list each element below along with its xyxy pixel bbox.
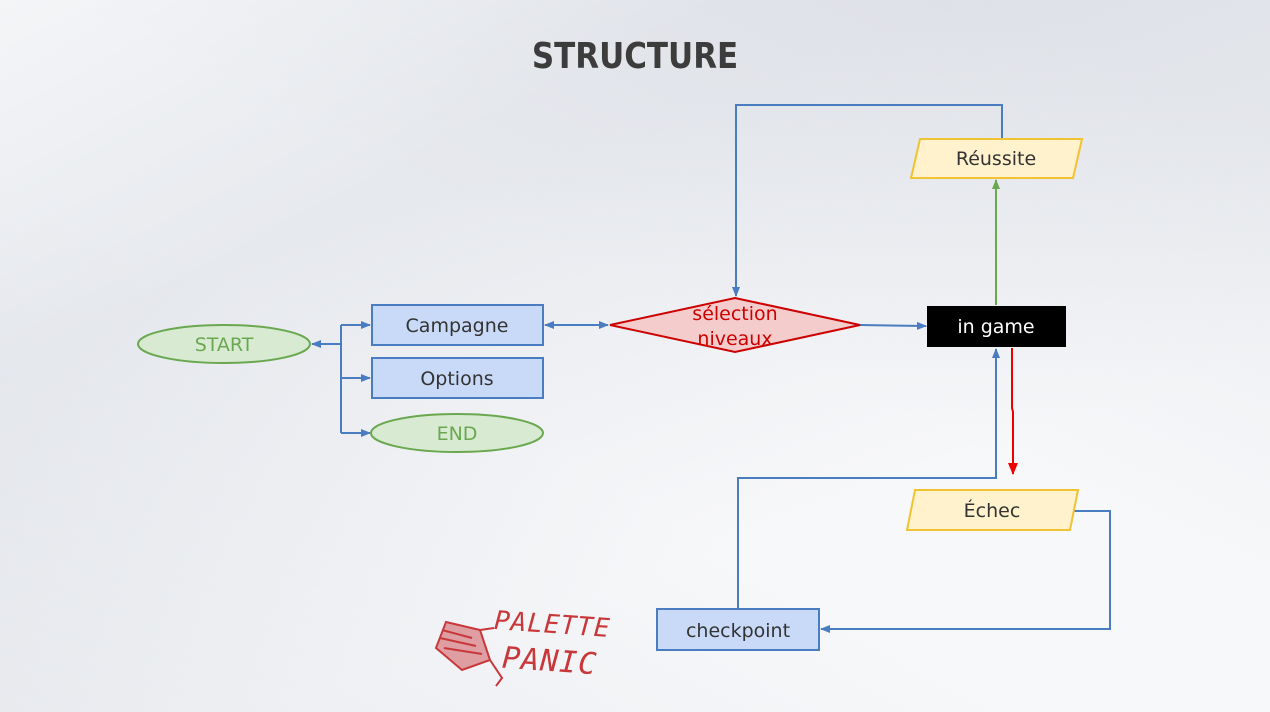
node-end-label: END (437, 423, 478, 445)
node-end: END (370, 413, 544, 453)
node-campagne: Campagne (371, 304, 544, 346)
node-start-label: START (195, 334, 254, 356)
node-selection-label-1: sélection (692, 303, 777, 325)
node-start: START (137, 324, 311, 364)
arrow-echec-checkpoint (820, 510, 1111, 633)
node-in-game-label: in game (957, 316, 1034, 338)
node-reussite-label: Réussite (956, 148, 1036, 170)
arrow-reussite-selection (732, 104, 1003, 297)
connectors (311, 104, 1111, 633)
slide-title: STRUCTURE (531, 36, 739, 77)
node-echec-label: Échec (964, 499, 1021, 522)
node-campagne-label: Campagne (406, 315, 509, 337)
node-in-game: in game (927, 306, 1066, 347)
arrow-checkpoint-ingame (737, 348, 1000, 608)
node-checkpoint-label: checkpoint (686, 620, 790, 642)
node-selection-niveaux: sélection niveaux (609, 296, 861, 354)
palette-panic-logo: PALETTE PANIC (432, 606, 622, 694)
node-selection-label-2: niveaux (697, 328, 772, 350)
arrow-ingame-echec (1008, 348, 1018, 475)
node-options-label: Options (420, 368, 493, 390)
node-checkpoint: checkpoint (656, 608, 820, 651)
node-reussite: Réussite (909, 138, 1084, 179)
node-options: Options (371, 357, 544, 399)
arrow-selection-ingame (859, 321, 927, 330)
node-echec: Échec (905, 489, 1080, 531)
logo-line-2: PANIC (500, 640, 599, 683)
paint-bucket-icon (434, 620, 504, 687)
